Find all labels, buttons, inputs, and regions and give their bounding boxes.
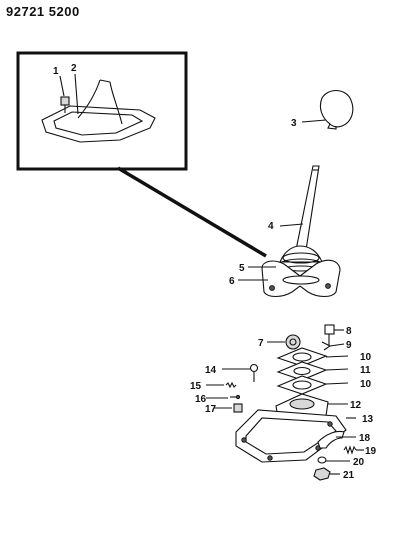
callout-5: 5 [239, 263, 245, 274]
callout-3: 3 [291, 118, 297, 129]
callout-19: 19 [365, 446, 377, 457]
callout-labels: 1 2 3 4 5 6 7 8 9 10 11 10 12 13 14 15 1… [53, 63, 377, 481]
shift-knob [301, 89, 354, 130]
callout-18: 18 [359, 433, 371, 444]
callout-4: 4 [268, 221, 274, 232]
callout-8: 8 [346, 326, 352, 337]
callout-2: 2 [71, 63, 77, 74]
callout-12: 12 [350, 400, 362, 411]
callout-10a: 10 [360, 352, 372, 363]
callout-21: 21 [343, 470, 355, 481]
callout-16: 16 [195, 394, 207, 405]
callout-7: 7 [258, 338, 264, 349]
callout-14: 14 [205, 365, 217, 376]
callout-1: 1 [53, 66, 59, 77]
callout-20: 20 [353, 457, 365, 468]
document-code: 92721 5200 [6, 4, 80, 19]
shift-lever-assembly [238, 165, 341, 298]
shifter-housing-assembly [206, 324, 364, 481]
callout-11: 11 [360, 365, 371, 376]
callout-15: 15 [190, 381, 202, 392]
callout-13: 13 [362, 414, 374, 425]
callout-6: 6 [229, 276, 235, 287]
detail-inset [16, 51, 188, 171]
detail-connector-line [117, 166, 267, 258]
callout-9: 9 [346, 340, 352, 351]
callout-10b: 10 [360, 379, 372, 390]
callout-17: 17 [205, 404, 217, 415]
